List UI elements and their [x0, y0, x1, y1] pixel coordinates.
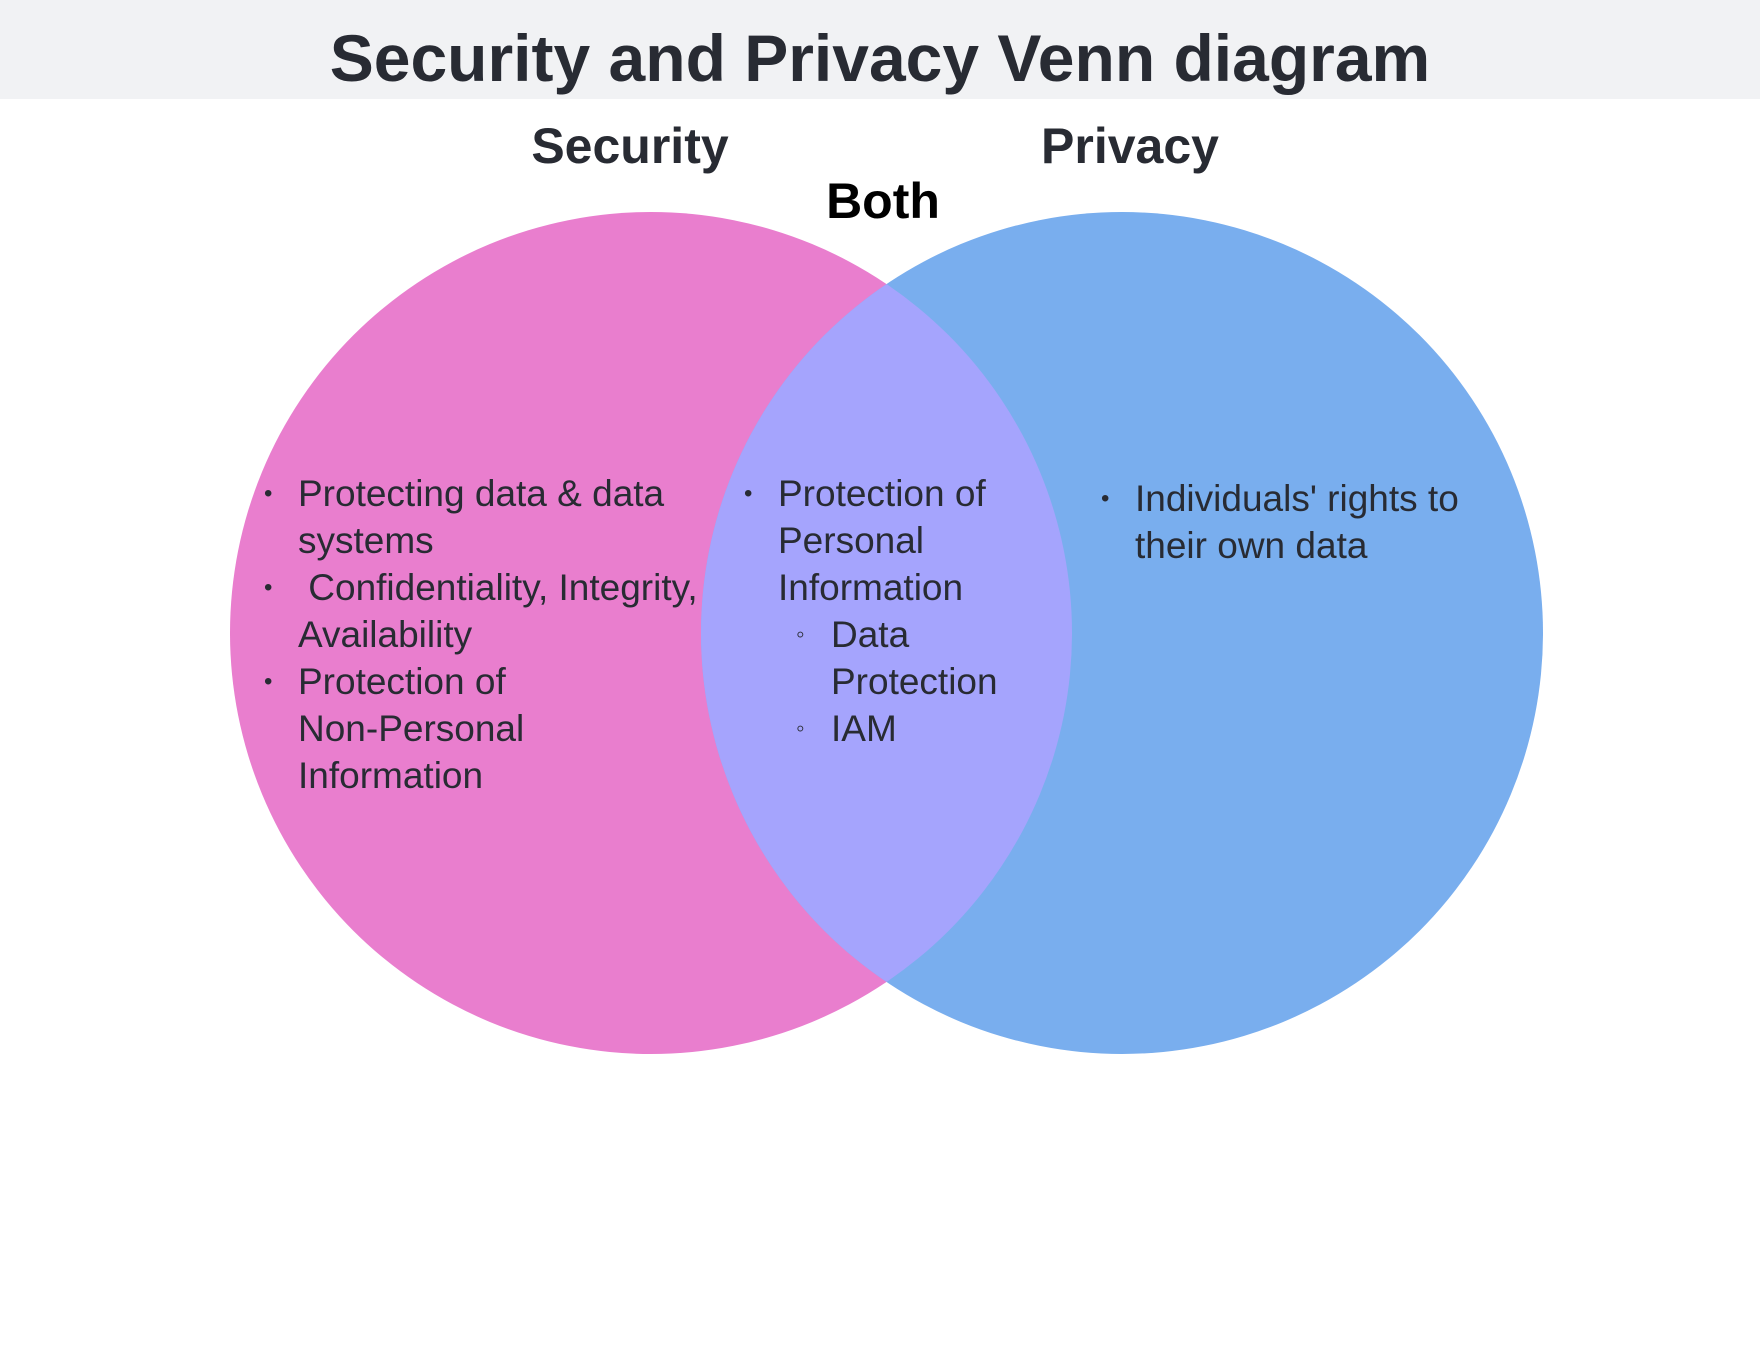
security-item-list: Protecting data & data systems Confident…	[264, 470, 704, 799]
both-item-list: Protection of Personal Information Data …	[744, 470, 1044, 752]
page-title: Security and Privacy Venn diagram	[329, 21, 1431, 95]
privacy-item-list: Individuals' rights to their own data	[1101, 475, 1521, 569]
sub-item-list: Data Protection IAM	[778, 611, 1044, 752]
privacy-label: Privacy	[1041, 118, 1219, 174]
list-item: Confidentiality, Integrity, Availability	[264, 564, 704, 658]
security-label: Security	[531, 118, 729, 174]
list-item: Protection of Non-Personal Information	[264, 658, 704, 799]
title-bar	[0, 0, 1760, 99]
list-item: Protecting data & data systems	[264, 470, 704, 564]
overlap-region	[701, 212, 1072, 1054]
list-item: Protection of Personal Information Data …	[744, 470, 1044, 752]
list-item: Individuals' rights to their own data	[1101, 475, 1521, 569]
sub-list-item: IAM	[778, 705, 1044, 752]
list-item-text: Protection of Personal Information	[778, 473, 986, 608]
sub-list-item: Data Protection	[778, 611, 1044, 705]
both-label: Both	[826, 173, 940, 229]
